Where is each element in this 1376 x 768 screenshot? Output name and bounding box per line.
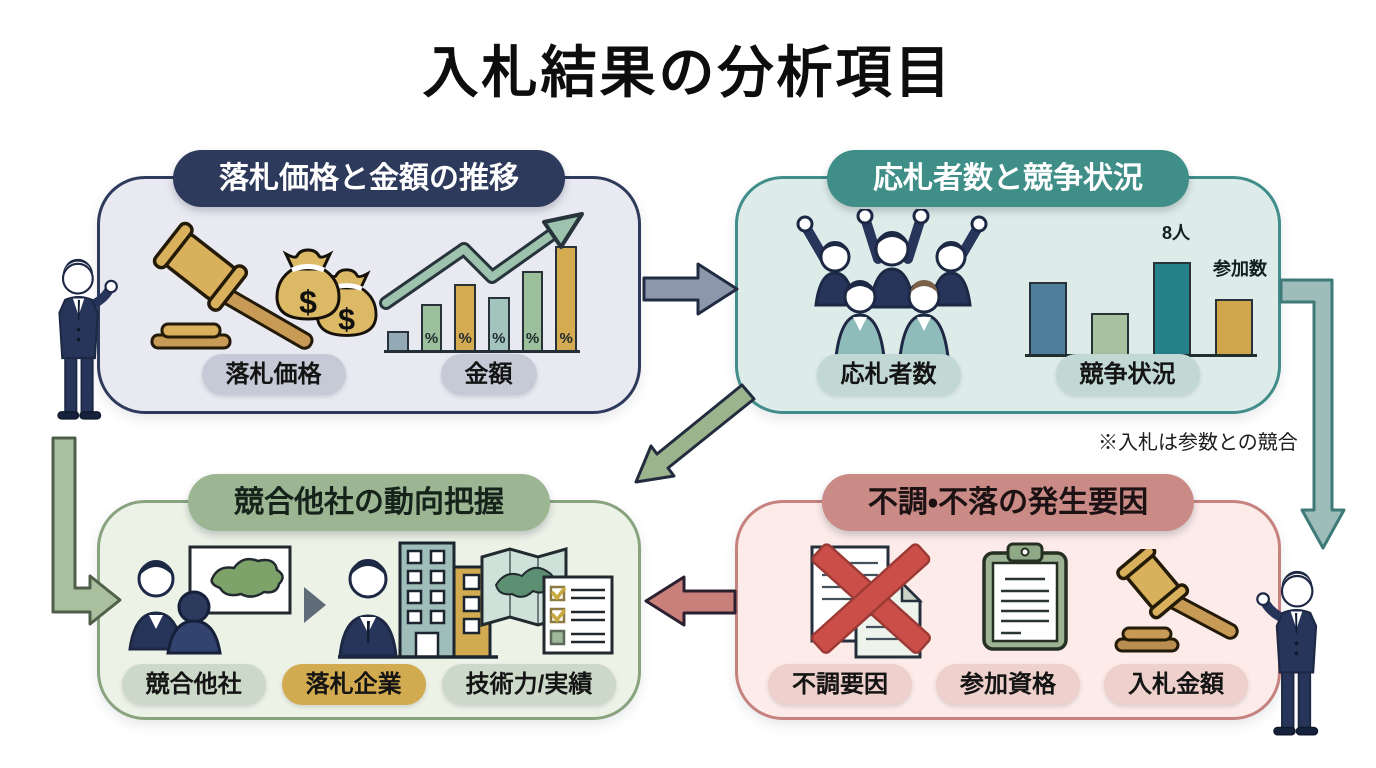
participation-bar-chart-icon: 8人 参加数 [1025, 216, 1267, 357]
bar [387, 331, 409, 350]
percent-sign: % [525, 330, 540, 347]
triangle-arrow-right-icon [304, 587, 326, 623]
rising-bar-chart-icon: %%%%% [378, 205, 610, 357]
competitors-labels: 競合他社 落札企業 技術力/実績 [100, 664, 638, 705]
label-bidder-count: 応札者数 [816, 354, 961, 395]
businessman-buildings-icon [338, 541, 498, 659]
arrow-right-icon [642, 262, 739, 316]
label-qualification: 参加資格 [936, 664, 1080, 705]
raised-hands-crowd-icon [796, 209, 988, 357]
panel-price-trend-header: 落札価格と金額の推移 [173, 150, 565, 207]
panel-bidders-header: 応札者数と競争状況 [827, 150, 1189, 207]
panel-competitors: 競合他社の動向把握 [97, 474, 641, 720]
label-winning-company: 落札企業 [281, 664, 426, 705]
arrow-diagonal-down-left-icon [634, 383, 756, 484]
price-trend-labels: 落札価格 金額 [100, 354, 638, 395]
bar [1153, 262, 1191, 354]
percent-sign: % [458, 330, 472, 347]
participants-annotation: 参加数 [1213, 259, 1267, 279]
bidder-count-annotation: 8人 [1161, 223, 1191, 243]
bar [1091, 313, 1129, 354]
map-checklist-icon [480, 547, 614, 655]
crossed-documents-icon [810, 543, 931, 659]
gavel-icon [1114, 549, 1239, 653]
percent-sign: % [424, 330, 439, 347]
bar: % [454, 284, 477, 350]
panel-price-trend: 落札価格と金額の推移 $ [97, 150, 641, 414]
page-title: 入札結果の分析項目 [422, 41, 954, 104]
businessman-presenter-right-icon [1256, 570, 1319, 736]
label-bid-amount: 入札金額 [1104, 664, 1248, 705]
percent-sign: % [559, 330, 573, 347]
trend-bars: %%%%% [384, 218, 580, 353]
label-competition-state: 競争状況 [1055, 354, 1200, 395]
panel-bidders: 応札者数と競争状況 [735, 150, 1281, 414]
bar: % [420, 304, 443, 350]
money-bag-icon: $ [275, 248, 341, 321]
panel-competitors-header: 競合他社の動向把握 [188, 474, 550, 531]
arrow-left-icon [644, 575, 737, 627]
footnote: ※入札は参数との競合 [1098, 432, 1298, 454]
bidders-labels: 応札者数 競争状況 [738, 354, 1278, 395]
bar [1215, 299, 1253, 354]
bar: % [555, 246, 578, 350]
percent-sign: % [492, 330, 506, 347]
arrow-elbow-right-down-icon [1279, 278, 1346, 550]
dollar-sign: $ [299, 284, 317, 320]
label-capability-record: 技術力/実績 [441, 664, 617, 705]
failure-labels: 不調要因 参加資格 入札金額 [738, 664, 1278, 705]
dollar-sign: $ [338, 303, 355, 337]
businessman-presenter-left-icon [57, 258, 118, 420]
bar: % [521, 271, 544, 350]
label-competitors: 競合他社 [121, 664, 266, 705]
upward-trend-arrow-icon [379, 212, 584, 310]
label-amount: 金額 [440, 354, 537, 395]
people-with-map-icon [128, 545, 292, 655]
bar [1029, 282, 1067, 354]
gavel-money-bags-icon: $ $ [150, 221, 378, 350]
label-failure-cause: 不調要因 [768, 664, 912, 705]
label-winning-price: 落札価格 [201, 354, 346, 395]
bar: % [488, 297, 510, 350]
participation-bars [1025, 216, 1257, 357]
panel-failure-causes-header: 不調・不落の発生要因 [821, 474, 1195, 531]
panel-failure-causes: 不調・不落の発生要因 [735, 474, 1281, 720]
clipboard-icon [982, 542, 1068, 651]
